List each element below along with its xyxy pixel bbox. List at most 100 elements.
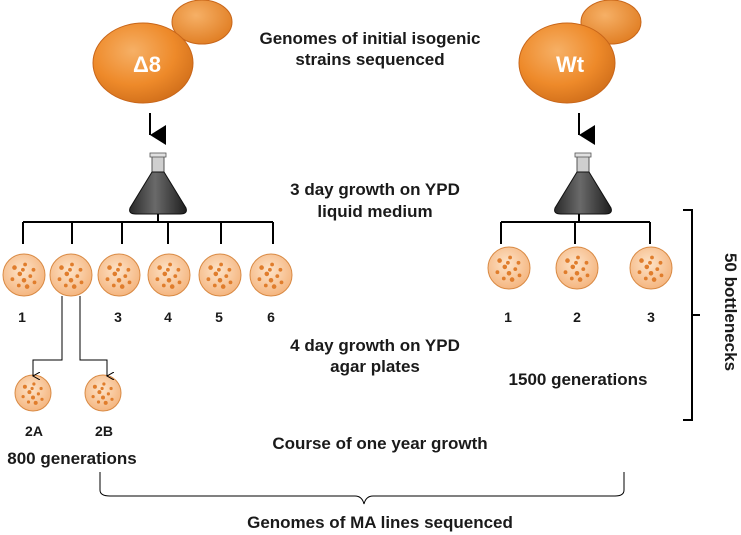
caption-genomes-initial-line1: Genomes of initial isogenic bbox=[259, 29, 480, 48]
wt-plate-1 bbox=[487, 246, 531, 290]
colony-dot bbox=[643, 276, 648, 281]
colony-dot bbox=[177, 280, 182, 285]
colony-dot bbox=[17, 271, 23, 277]
colony-dot bbox=[23, 262, 27, 267]
colony-dot bbox=[102, 382, 106, 386]
caption-agar-line2: agar plates bbox=[330, 357, 420, 376]
colony-dot bbox=[57, 277, 62, 282]
delta-line-4-label: 4 bbox=[164, 309, 172, 325]
subline-2a-label: 2A bbox=[25, 423, 43, 439]
colony-dot bbox=[106, 392, 110, 396]
colony-dot bbox=[109, 386, 113, 391]
wt-yeast-cell: Wt bbox=[518, 0, 642, 104]
delta-line-1-label: 1 bbox=[18, 309, 26, 325]
colony-dot bbox=[275, 274, 280, 278]
colony-dot bbox=[506, 271, 512, 276]
colony-dot bbox=[270, 262, 274, 267]
colony-dot bbox=[107, 265, 112, 270]
colony-dot bbox=[570, 264, 576, 270]
colony-dot bbox=[12, 265, 17, 270]
colony-dot bbox=[21, 278, 27, 283]
plates-group bbox=[2, 246, 673, 412]
colony-dot bbox=[206, 277, 211, 282]
colony-dot bbox=[637, 270, 642, 275]
colony-dot bbox=[513, 267, 518, 271]
colony-dot bbox=[126, 267, 131, 272]
subline-2a-arrow bbox=[33, 296, 63, 376]
colony-dot bbox=[28, 274, 33, 278]
caption-50-bottlenecks: 50 bottlenecks bbox=[721, 253, 740, 371]
colony-dot bbox=[577, 277, 583, 282]
colony-dot bbox=[78, 267, 83, 272]
colony-dot bbox=[584, 260, 589, 265]
delta-plate-1 bbox=[2, 253, 46, 297]
wt-line-3-label: 3 bbox=[647, 309, 655, 325]
colony-dot bbox=[166, 278, 172, 283]
colony-dot bbox=[31, 395, 35, 400]
colony-dot bbox=[105, 277, 110, 282]
colony-dot bbox=[268, 267, 272, 272]
colony-dot bbox=[563, 270, 568, 275]
subline-2b-label: 2B bbox=[95, 423, 113, 439]
wt-plate-2 bbox=[555, 246, 599, 290]
colony-dot bbox=[16, 283, 21, 288]
colony-dot bbox=[644, 264, 650, 270]
colony-dot bbox=[173, 274, 178, 278]
delta-plate-6 bbox=[249, 253, 293, 297]
colony-dot bbox=[68, 267, 72, 272]
colony-dot bbox=[639, 258, 644, 263]
colony-dot bbox=[116, 278, 122, 283]
delta-plate-2b bbox=[84, 374, 122, 412]
bottlenecks-bracket bbox=[683, 209, 700, 421]
delta-line-5-label: 5 bbox=[215, 309, 223, 325]
colony-dot bbox=[32, 382, 36, 386]
colony-dot bbox=[213, 271, 219, 277]
colony-dot bbox=[509, 277, 515, 282]
colony-dot bbox=[79, 280, 84, 285]
delta-plate-2 bbox=[49, 253, 93, 297]
colony-dot bbox=[68, 278, 74, 283]
delta-plate-4 bbox=[147, 253, 191, 297]
caption-genomes-initial-line2: strains sequenced bbox=[295, 50, 444, 69]
colony-dot bbox=[157, 265, 162, 270]
caption-agar-line1: 4 day growth on YPD bbox=[290, 336, 460, 355]
colony-dot bbox=[168, 262, 173, 267]
colony-dot bbox=[576, 255, 580, 260]
colony-dot bbox=[21, 267, 25, 272]
colony-dot bbox=[111, 283, 116, 288]
wt-line-1-label: 1 bbox=[504, 309, 512, 325]
caption-liquid-line2: liquid medium bbox=[317, 202, 432, 221]
colony-dot bbox=[264, 271, 270, 277]
colony-dot bbox=[112, 271, 118, 277]
colony-dot bbox=[497, 258, 502, 263]
colony-dot bbox=[565, 258, 570, 263]
colony-dot bbox=[161, 283, 166, 288]
colony-dot bbox=[176, 267, 181, 272]
colony-dot bbox=[75, 274, 80, 278]
colony-dot bbox=[581, 267, 586, 271]
colony-dot bbox=[40, 397, 44, 401]
delta-line-3-label: 3 bbox=[114, 309, 122, 325]
colony-dot bbox=[162, 271, 168, 277]
delta-plate-5 bbox=[198, 253, 242, 297]
colony-dot bbox=[31, 267, 36, 272]
delta-plate-2a bbox=[14, 374, 52, 412]
delta-branch-bracket bbox=[22, 214, 274, 244]
colony-dot bbox=[506, 260, 510, 265]
colony-dot bbox=[569, 276, 574, 281]
colony-dot bbox=[648, 260, 652, 265]
caption-liquid-line1: 3 day growth on YPD bbox=[290, 180, 460, 199]
colony-dot bbox=[516, 260, 521, 265]
colony-dot bbox=[501, 276, 506, 281]
subline-2b-arrow bbox=[79, 296, 107, 376]
colony-dot bbox=[10, 277, 15, 282]
colony-dot bbox=[119, 284, 125, 289]
wt-plate-3 bbox=[629, 246, 673, 290]
colony-dot bbox=[70, 262, 74, 267]
colony-dot bbox=[508, 255, 512, 260]
colony-dot bbox=[63, 283, 68, 288]
wt-generations: 1500 generations bbox=[509, 370, 648, 389]
colony-dot bbox=[33, 400, 38, 405]
colony-dot bbox=[103, 400, 108, 405]
